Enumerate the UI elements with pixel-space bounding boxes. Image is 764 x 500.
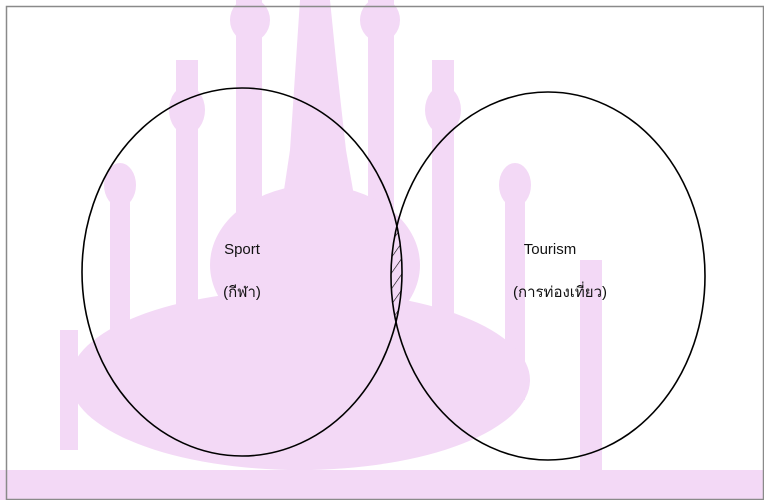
sport-label-thai: (กีฬา) <box>223 284 261 301</box>
sport-label: Sport <box>224 241 261 258</box>
tourism-label: Tourism <box>524 241 577 258</box>
tourism-label-thai: (การท่องเที่ยว) <box>513 281 607 301</box>
